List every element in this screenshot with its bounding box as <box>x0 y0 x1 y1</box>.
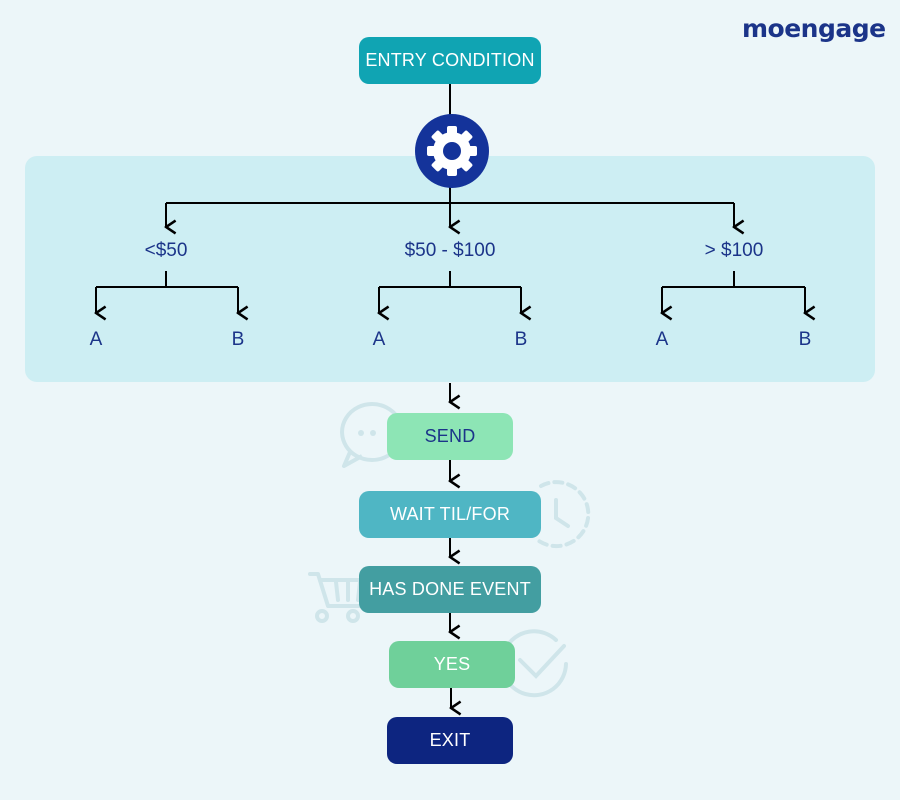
has-done-event-node: HAS DONE EVENT <box>359 566 541 613</box>
split-1-b: B <box>231 329 245 350</box>
split-2-b: B <box>514 329 528 350</box>
split-3-a: A <box>655 329 669 350</box>
send-node: SEND <box>387 413 513 460</box>
moengage-logo: moengage <box>742 14 886 43</box>
split-1-a: A <box>89 329 103 350</box>
wait-node: WAIT TIL/FOR <box>359 491 541 538</box>
exit-node: EXIT <box>387 717 513 764</box>
clock-icon <box>533 480 591 549</box>
branch-label-under-50: <$50 <box>144 240 188 261</box>
branch-label-over-100: > $100 <box>704 240 764 261</box>
entry-condition-node: ENTRY CONDITION <box>359 37 541 84</box>
yes-node: YES <box>389 641 515 688</box>
branch-label-50-100: $50 - $100 <box>404 240 496 261</box>
gear-icon <box>415 114 489 188</box>
split-2-a: A <box>372 329 386 350</box>
split-3-b: B <box>798 329 812 350</box>
